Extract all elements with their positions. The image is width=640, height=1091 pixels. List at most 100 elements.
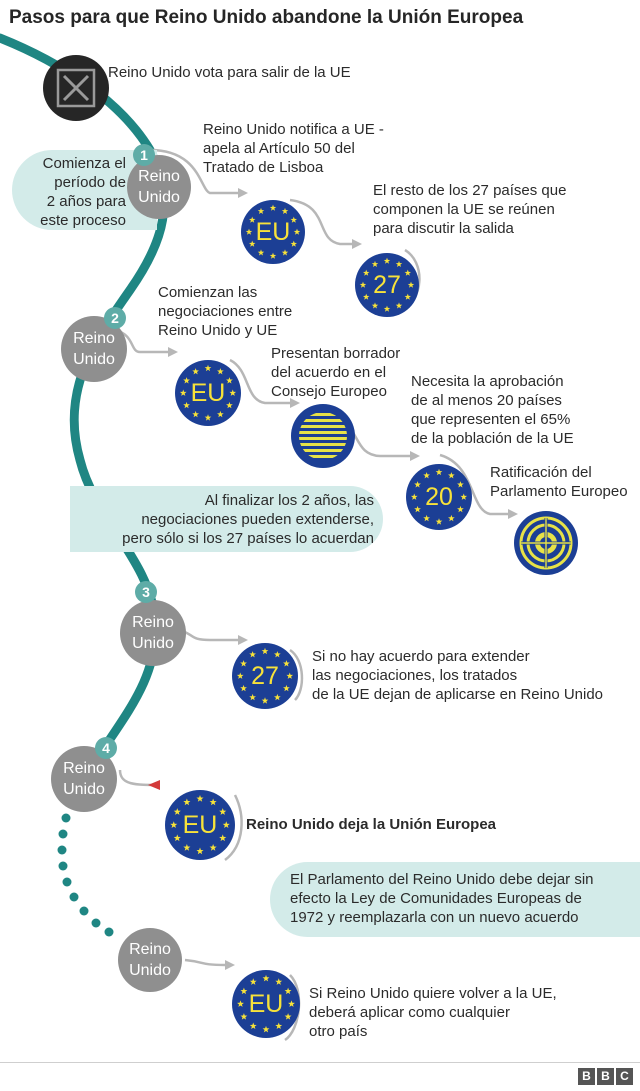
eu-star <box>371 260 379 267</box>
step-badge-4: 4 <box>95 737 117 759</box>
eu-star <box>362 293 370 300</box>
eu-star <box>448 472 455 479</box>
eu-star <box>240 660 247 667</box>
eu-star <box>249 1022 257 1030</box>
eu-star <box>183 798 191 806</box>
eu-star <box>222 821 230 829</box>
eu-star <box>395 260 403 267</box>
eu-27-icon: 27 <box>355 253 419 317</box>
eu-star <box>423 472 430 479</box>
eu-star <box>269 252 277 259</box>
eu-star <box>293 228 301 235</box>
eu-star <box>274 651 281 658</box>
eu-star <box>173 834 181 842</box>
eu-star <box>245 228 253 235</box>
eu-star <box>196 847 204 855</box>
connector-eu4 <box>224 794 243 861</box>
eu-star <box>407 281 415 288</box>
dotted-path <box>57 813 114 937</box>
eu-star <box>448 514 455 522</box>
eu-star <box>217 368 224 375</box>
parliament-note-bubble <box>270 862 640 937</box>
eu-star <box>435 518 443 525</box>
connector-2d <box>439 453 508 516</box>
eu-star <box>423 514 430 522</box>
eu-star <box>173 808 181 815</box>
eu-flag-icon: EU <box>175 360 241 426</box>
eu-star <box>362 269 370 276</box>
extend-note-bubble <box>70 486 383 552</box>
eu-flag-icon: EU <box>241 200 305 264</box>
eu-star <box>281 249 289 256</box>
eu-star <box>240 987 248 995</box>
arrowhead <box>290 398 300 408</box>
eu-star <box>183 377 190 384</box>
eu-star <box>226 377 233 384</box>
eu-star <box>219 808 227 815</box>
eu-27-icon: 27 <box>232 643 298 709</box>
eu-star <box>414 505 421 513</box>
connector-3 <box>179 628 238 642</box>
eu-star <box>204 414 212 421</box>
eu-star <box>383 305 391 312</box>
step-badge-2: 2 <box>104 307 126 329</box>
arrowhead <box>352 239 362 249</box>
eu-star <box>209 844 217 851</box>
eu-flag-icon: EU <box>165 790 235 860</box>
eu-star <box>209 798 217 806</box>
eu-star <box>249 978 257 985</box>
ballot-x-icon <box>43 55 109 121</box>
connector-5 <box>184 958 226 967</box>
notify-text: Reino Unido notifica a UE -apela al Artí… <box>203 121 384 176</box>
arrowhead <box>225 960 235 970</box>
eu-star <box>290 216 298 223</box>
connector-1 <box>149 148 238 195</box>
eu-star <box>217 410 224 418</box>
council-stripes-icon <box>291 404 355 468</box>
eu-star <box>261 647 269 655</box>
eu-star <box>183 401 190 409</box>
eu-star <box>460 493 468 500</box>
arrowhead <box>238 635 248 645</box>
leaves-text: Reino Unido deja la Unión Europea <box>246 816 497 833</box>
arrowhead <box>410 451 420 461</box>
eu-star <box>435 468 443 476</box>
eu-star <box>261 697 269 704</box>
parliament-target-icon <box>514 511 578 575</box>
eu-star <box>275 978 283 985</box>
eu-star <box>281 207 289 214</box>
vote-text: Reino Unido vota para salir de la UE <box>108 64 351 81</box>
eu-star <box>170 821 178 829</box>
footer-divider <box>0 1062 640 1063</box>
eu-star <box>395 302 403 309</box>
eu-star <box>262 1025 270 1033</box>
eu-star <box>414 481 421 488</box>
arrowhead <box>168 347 178 357</box>
eu-star <box>383 257 391 264</box>
eu-star <box>249 693 256 701</box>
eu-star <box>288 1000 295 1007</box>
arrowhead <box>508 509 518 519</box>
parliament-note: El Parlamento del Reino Unido debe dejar… <box>290 871 594 926</box>
eu-star <box>457 481 464 488</box>
eu-star <box>274 693 281 701</box>
connector-1b <box>289 198 353 246</box>
eu-star <box>226 401 233 409</box>
eu-star <box>192 410 199 418</box>
eu-star <box>249 651 256 658</box>
eu-star <box>371 302 379 309</box>
eu-star <box>284 987 292 995</box>
eu-star <box>275 1022 283 1030</box>
eu-star <box>240 1013 248 1020</box>
